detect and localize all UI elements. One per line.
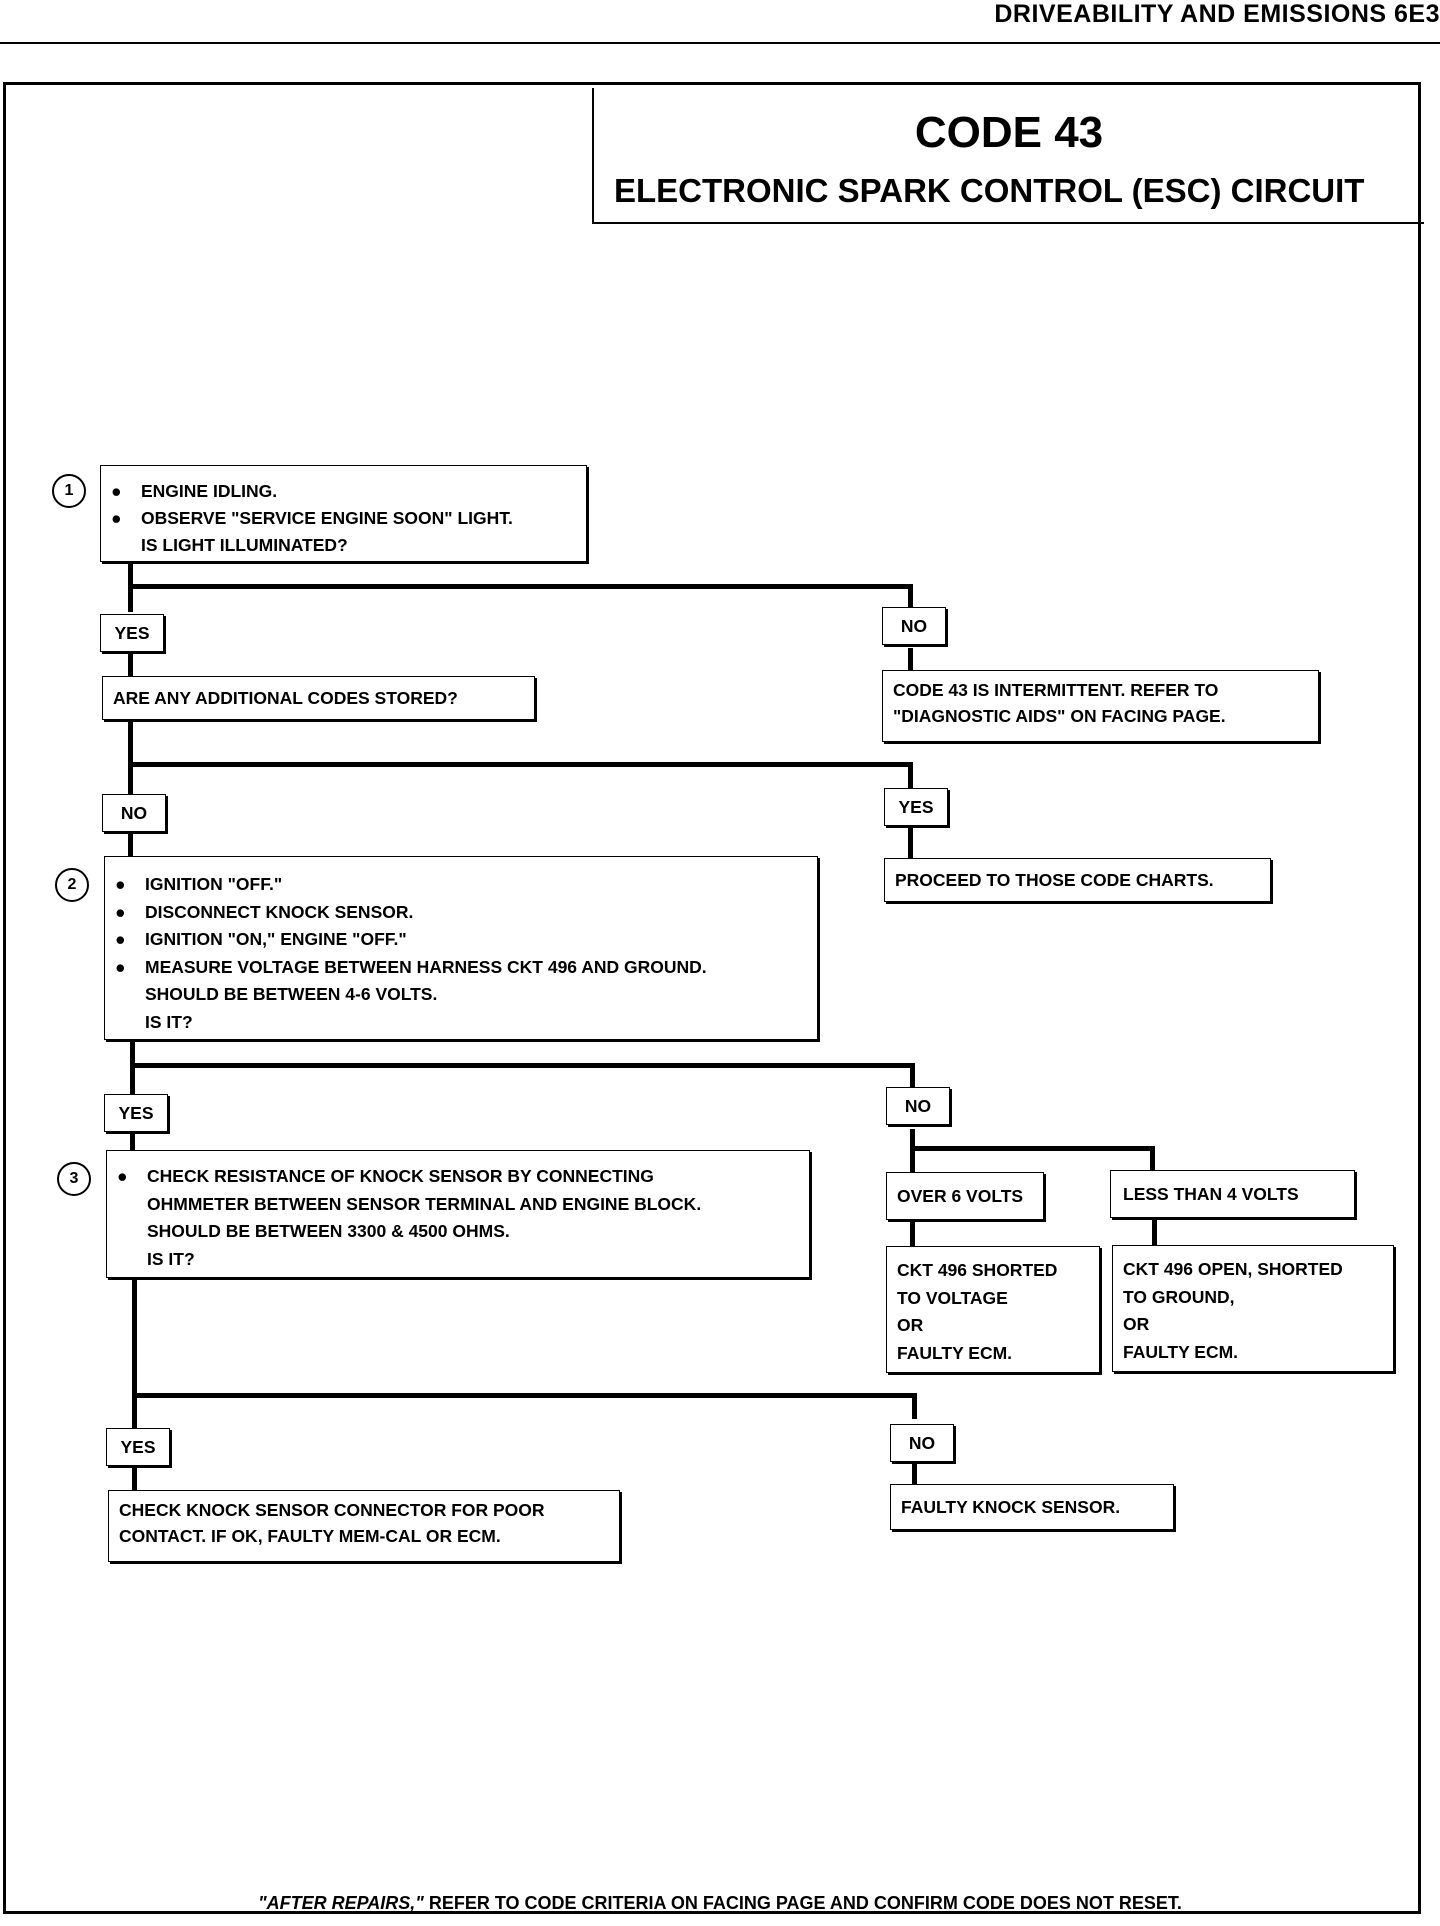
intermittent-line: "DIAGNOSTIC AIDS" ON FACING PAGE. — [893, 706, 1226, 726]
over-result-line: TO VOLTAGE — [897, 1287, 1008, 1308]
bullet-icon: ● — [111, 481, 122, 501]
bullet-icon: ● — [115, 929, 126, 949]
intermittent-box: CODE 43 IS INTERMITTENT. REFER TO "DIAGN… — [882, 670, 1319, 742]
yes-label: YES — [100, 614, 164, 652]
connector — [132, 1393, 917, 1398]
connector — [128, 718, 133, 794]
step-1-line: OBSERVE "SERVICE ENGINE SOON" LIGHT. — [141, 508, 513, 528]
no-label: NO — [886, 1087, 950, 1125]
connector — [908, 648, 913, 672]
check-connector-box: CHECK KNOCK SENSOR CONNECTOR FOR POOR CO… — [108, 1490, 620, 1562]
step-3-box: ● CHECK RESISTANCE OF KNOCK SENSOR BY CON… — [106, 1150, 810, 1278]
check-connector-line: CONTACT. IF OK, FAULTY MEM-CAL OR ECM. — [119, 1526, 501, 1546]
connector — [910, 1146, 1155, 1151]
step-1-question: IS LIGHT ILLUMINATED? — [141, 535, 348, 555]
intermittent-line: CODE 43 IS INTERMITTENT. REFER TO — [893, 680, 1219, 700]
connector — [132, 1276, 137, 1428]
step-2-line: IGNITION "ON," ENGINE "OFF." — [145, 929, 407, 949]
proceed-box: PROCEED TO THOSE CODE CHARTS. — [884, 858, 1271, 902]
step-2-box: ● IGNITION "OFF." ● DISCONNECT KNOCK SENSO… — [104, 856, 818, 1040]
bullet-icon: ● — [115, 901, 126, 922]
no-label: NO — [882, 607, 946, 645]
header-rule — [0, 42, 1440, 44]
step-3-question: IS IT? — [147, 1248, 195, 1269]
connector — [128, 762, 913, 767]
step-2-line: IGNITION "OFF." — [145, 874, 283, 894]
connector — [912, 1461, 917, 1485]
bullet-icon: ● — [117, 1166, 128, 1186]
additional-codes-box: ARE ANY ADDITIONAL CODES STORED? — [102, 676, 535, 720]
step-2-question: IS IT? — [145, 1011, 193, 1032]
check-connector-line: CHECK KNOCK SENSOR CONNECTOR FOR POOR — [119, 1500, 545, 1520]
footnote-text: REFER TO CODE CRITERIA ON FACING PAGE AN… — [423, 1893, 1182, 1913]
connector — [908, 762, 913, 788]
connector — [908, 584, 913, 608]
less-than-4-volts-label: LESS THAN 4 VOLTS — [1110, 1170, 1355, 1218]
footnote: "AFTER REPAIRS," REFER TO CODE CRITERIA … — [0, 1893, 1440, 1914]
connector — [130, 1063, 915, 1068]
step-1-number: 1 — [52, 474, 86, 508]
under-result-line: FAULTY ECM. — [1123, 1341, 1239, 1362]
connector — [910, 1129, 915, 1173]
connector — [132, 1466, 137, 1492]
over-voltage-result-box: CKT 496 SHORTED TO VOLTAGE OR FAULTY ECM… — [886, 1246, 1100, 1373]
step-2-line: MEASURE VOLTAGE BETWEEN HARNESS CKT 496 … — [145, 956, 707, 977]
yes-label: YES — [884, 788, 948, 826]
connector — [912, 1393, 917, 1419]
under-result-line: TO GROUND, — [1123, 1286, 1235, 1307]
under-result-line: CKT 496 OPEN, SHORTED — [1123, 1259, 1343, 1279]
page-frame — [3, 82, 1421, 1914]
yes-label: YES — [106, 1428, 170, 1466]
over-result-line: FAULTY ECM. — [897, 1342, 1013, 1363]
connector — [1152, 1218, 1157, 1246]
over-result-line: CKT 496 SHORTED — [897, 1260, 1058, 1280]
bullet-icon: ● — [115, 874, 126, 894]
connector — [910, 1219, 915, 1247]
connector — [128, 584, 913, 589]
connector — [908, 826, 913, 858]
page-header-title: DRIVEABILITY AND EMISSIONS 6E3 — [994, 0, 1440, 28]
connector — [130, 1132, 135, 1154]
under-voltage-result-box: CKT 496 OPEN, SHORTED TO GROUND, OR FAUL… — [1112, 1245, 1394, 1372]
over-6-volts-label: OVER 6 VOLTS — [886, 1172, 1044, 1220]
bullet-icon: ● — [115, 956, 126, 977]
step-1-line: ENGINE IDLING. — [141, 481, 278, 501]
code-subtitle: ELECTRONIC SPARK CONTROL (ESC) CIRCUIT — [614, 172, 1365, 209]
step-1-box: ● ENGINE IDLING. ● OBSERVE "SERVICE ENGINE… — [100, 465, 587, 562]
step-3-line: CHECK RESISTANCE OF KNOCK SENSOR BY CONN… — [147, 1166, 654, 1186]
bullet-icon: ● — [111, 508, 122, 528]
no-label: NO — [890, 1424, 954, 1462]
chart-title-box: CODE 43 ELECTRONIC SPARK CONTROL (ESC) C… — [592, 88, 1424, 224]
step-2-line: SHOULD BE BETWEEN 4-6 VOLTS. — [145, 984, 438, 1004]
yes-label: YES — [104, 1094, 168, 1132]
connector — [128, 650, 133, 676]
footnote-emphasis: "AFTER REPAIRS," — [258, 1893, 424, 1913]
connector — [1150, 1146, 1155, 1172]
connector — [128, 832, 133, 858]
under-result-line: OR — [1123, 1314, 1150, 1334]
step-3-number: 3 — [57, 1162, 91, 1196]
step-2-line: DISCONNECT KNOCK SENSOR. — [145, 901, 414, 922]
step-2-number: 2 — [55, 868, 89, 902]
step-3-line: SHOULD BE BETWEEN 3300 & 4500 OHMS. — [147, 1221, 510, 1241]
connector — [910, 1063, 915, 1087]
faulty-sensor-box: FAULTY KNOCK SENSOR. — [890, 1484, 1174, 1530]
over-result-line: OR — [897, 1315, 924, 1335]
no-label: NO — [102, 794, 166, 832]
step-3-line: OHMMETER BETWEEN SENSOR TERMINAL AND ENG… — [147, 1193, 702, 1214]
code-title: CODE 43 — [914, 108, 1104, 157]
